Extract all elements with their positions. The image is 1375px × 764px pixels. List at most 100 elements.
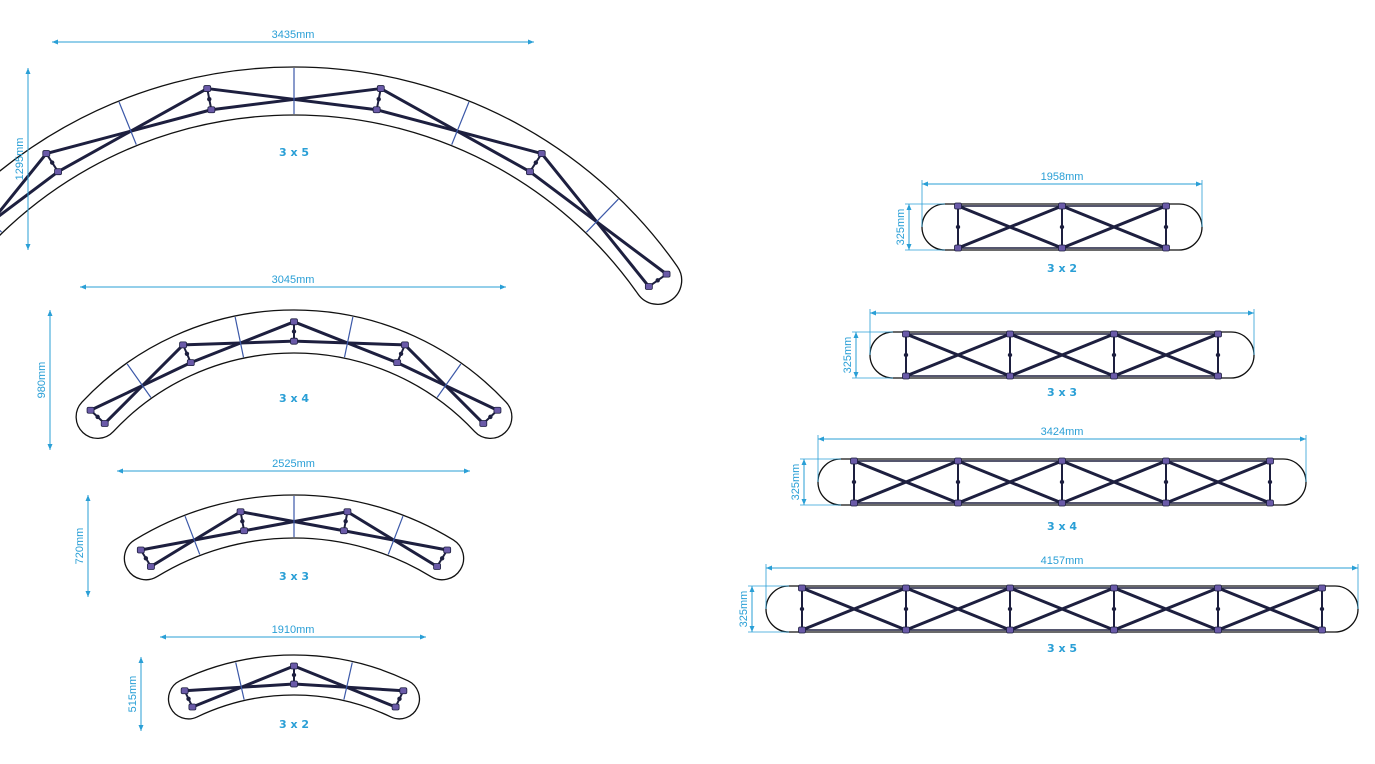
- frame-bar: [0, 170, 60, 218]
- pole-clip: [1319, 606, 1325, 612]
- hub-joint: [1266, 499, 1274, 507]
- width-dimension: [117, 468, 470, 474]
- pole-clip: [291, 672, 297, 678]
- frame-bar: [149, 510, 243, 569]
- hub-joint: [662, 270, 671, 278]
- frame-outline: [75, 309, 513, 440]
- hub-joint: [1162, 244, 1170, 252]
- pole-clip: [1059, 479, 1065, 485]
- pole-clip: [439, 556, 445, 561]
- hub-joint: [236, 508, 245, 516]
- size-label: 3 x 3: [1047, 386, 1077, 399]
- pole-clip: [1215, 352, 1221, 358]
- frame-bar: [292, 682, 405, 693]
- hub-joint: [42, 150, 51, 157]
- height-dimension: [906, 204, 912, 250]
- frame-bar: [904, 586, 1012, 632]
- hub-joint: [147, 563, 155, 570]
- hub-joint: [954, 457, 962, 465]
- arrowhead: [801, 459, 807, 465]
- frame-bar: [800, 586, 908, 632]
- hub-joint: [1006, 330, 1014, 338]
- hub-joint: [290, 318, 298, 326]
- frame-outline: [167, 654, 421, 720]
- frame-bar: [956, 204, 1064, 250]
- hub-joint: [1214, 330, 1222, 338]
- hub-joint: [207, 106, 216, 114]
- frame-bar: [1216, 586, 1324, 632]
- hub-joint: [850, 457, 858, 465]
- hub-joint: [340, 527, 348, 535]
- frame-bar: [1164, 459, 1272, 505]
- hub-joint: [1318, 584, 1326, 592]
- frame-bar: [1008, 586, 1116, 632]
- width-dimension: [818, 436, 1306, 442]
- arrowhead: [906, 244, 912, 250]
- hub-joint: [954, 202, 962, 210]
- hub-joint: [798, 584, 806, 592]
- arrowhead: [80, 284, 86, 290]
- arrowhead: [52, 39, 58, 45]
- hub-joint: [902, 330, 910, 338]
- arrowhead: [1300, 436, 1306, 442]
- hub-joint: [391, 703, 400, 711]
- arrowhead: [25, 244, 31, 250]
- size-label: 3 x 4: [279, 392, 309, 405]
- frame-bar: [342, 529, 449, 552]
- width-dimension: [160, 634, 426, 640]
- hub-joint: [443, 546, 452, 554]
- hub-joint: [240, 527, 248, 535]
- arrowhead: [47, 310, 53, 316]
- pole-clip: [1111, 606, 1117, 612]
- pole-clip: [903, 606, 909, 612]
- width-label: 1958mm: [1041, 171, 1084, 183]
- pole-clip: [1163, 479, 1169, 485]
- arrowhead: [85, 495, 91, 501]
- pole-clip: [655, 278, 660, 283]
- hub-joint: [902, 584, 910, 592]
- hub-joint: [1110, 330, 1118, 338]
- width-label: 2525mm: [272, 458, 315, 470]
- frame-bar: [56, 87, 209, 174]
- pole-clip: [95, 414, 100, 420]
- pole-clip: [1163, 224, 1169, 230]
- hub-joint: [1162, 202, 1170, 210]
- hub-joint: [850, 499, 858, 507]
- frame-bar: [1008, 332, 1116, 378]
- size-label: 3 x 5: [279, 146, 309, 159]
- hub-joint: [1214, 372, 1222, 380]
- hub-joint: [1058, 457, 1066, 465]
- panel-tick: [586, 198, 619, 233]
- frame-bar: [1060, 204, 1168, 250]
- pole-clip: [207, 96, 212, 102]
- hub-joint: [1058, 499, 1066, 507]
- arrowhead: [749, 626, 755, 632]
- hub-joint: [54, 168, 62, 176]
- pole-clip: [343, 519, 348, 524]
- hub-joint: [1266, 457, 1274, 465]
- arrowhead: [766, 565, 772, 571]
- panel-tick: [184, 515, 201, 555]
- pole-clip: [186, 696, 191, 702]
- hub-joint: [1006, 372, 1014, 380]
- width-dimension: [922, 181, 1202, 187]
- width-label: 3435mm: [272, 29, 315, 41]
- arrowhead: [117, 468, 123, 474]
- hub-joint: [86, 406, 95, 414]
- pole-clip: [49, 160, 55, 165]
- arrowhead: [160, 634, 166, 640]
- arrowhead: [85, 591, 91, 597]
- arrowhead: [906, 204, 912, 210]
- width-dimension: [52, 39, 534, 45]
- arrowhead: [749, 586, 755, 592]
- arrowhead: [818, 436, 824, 442]
- panel-tick: [343, 662, 353, 700]
- height-label: 325mm: [790, 464, 802, 501]
- hub-joint: [1110, 372, 1118, 380]
- hub-joint: [1110, 584, 1118, 592]
